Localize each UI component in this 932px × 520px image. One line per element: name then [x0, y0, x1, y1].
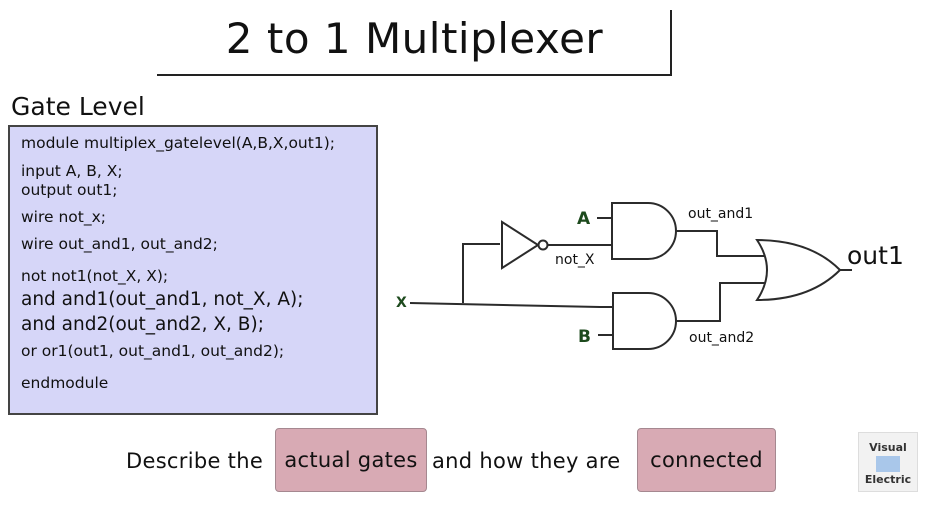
code-line: wire not_x;	[21, 208, 107, 226]
code-line: not not1(not_X, X);	[21, 267, 169, 285]
and-gate-2	[612, 292, 677, 350]
visual-electric-logo: Visual Electric	[858, 432, 918, 492]
label-x: X	[396, 295, 407, 311]
not-gate	[501, 220, 540, 270]
not-gate-bubble	[537, 239, 549, 251]
label-out1: out1	[847, 241, 904, 270]
title-divider-vertical	[670, 10, 672, 75]
code-line: output out1;	[21, 181, 118, 199]
caption-part2: and how they are	[432, 449, 621, 473]
code-line: wire out_and1, out_and2;	[21, 235, 218, 253]
highlight-actual-gates: actual gates	[275, 428, 427, 492]
code-line: input A, B, X;	[21, 162, 123, 180]
label-b: B	[578, 327, 591, 347]
code-line: or or1(out1, out_and1, out_and2);	[21, 342, 285, 360]
section-heading: Gate Level	[11, 92, 145, 121]
logo-text-top: Visual	[869, 441, 907, 454]
label-out-and2: out_and2	[689, 330, 754, 346]
logo-text-bottom: Electric	[864, 473, 912, 486]
code-line: and and2(out_and2, X, B);	[21, 314, 264, 335]
caption-part1: Describe the	[126, 449, 264, 473]
code-line: and and1(out_and1, not_X, A);	[21, 289, 304, 310]
page-title: 2 to 1 Multiplexer	[225, 14, 604, 63]
or-gate	[755, 238, 842, 302]
code-line: module multiplex_gatelevel(A,B,X,out1);	[21, 134, 335, 152]
label-a: A	[577, 209, 591, 229]
code-box: module multiplex_gatelevel(A,B,X,out1); …	[8, 125, 378, 415]
title-divider-horizontal	[157, 74, 672, 76]
and-gate-1	[611, 202, 677, 260]
label-out-and1: out_and1	[688, 206, 753, 222]
code-line: endmodule	[21, 374, 109, 392]
out-and1-wire	[676, 230, 772, 257]
x-input-wire	[409, 302, 601, 308]
logo-square-icon	[876, 456, 900, 472]
highlight-connected: connected	[637, 428, 776, 492]
x-to-not-wire	[462, 243, 500, 303]
out-and2-wire	[676, 282, 772, 322]
label-not-x: not_X	[555, 252, 595, 268]
